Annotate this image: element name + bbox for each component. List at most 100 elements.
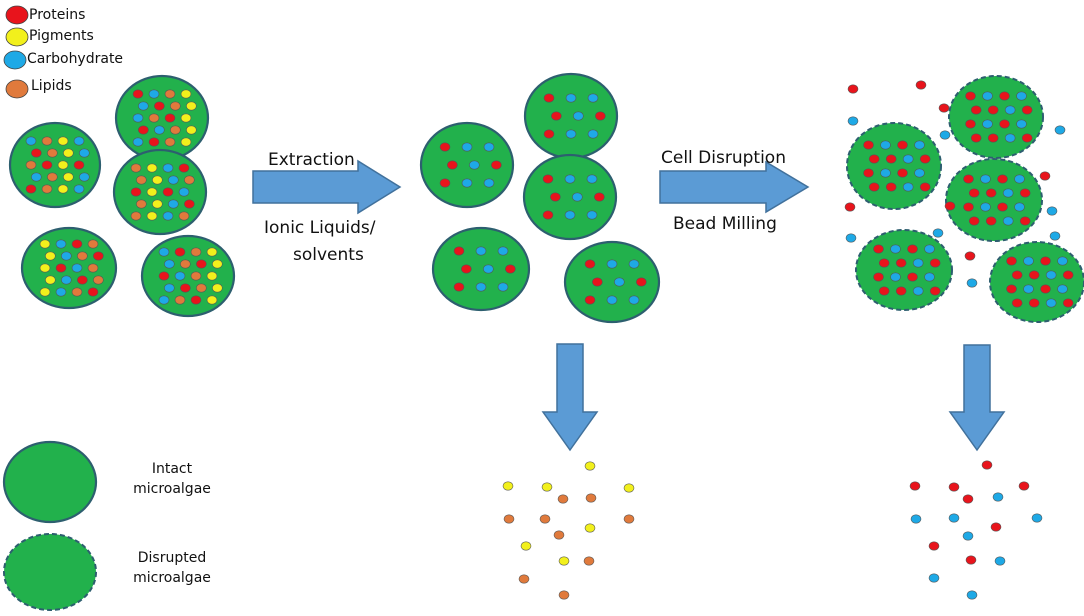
- lipid-dot: [93, 275, 104, 285]
- protein-dot: [970, 105, 982, 115]
- pigment-dot: [584, 523, 596, 533]
- lipid-dot: [47, 172, 58, 182]
- key-disrupted-cell: [3, 533, 97, 611]
- carbohydrate-dot: [168, 199, 179, 209]
- carbohydrate-dot: [164, 259, 175, 269]
- carbohydrate-dot: [910, 514, 922, 524]
- protein-dot: [1018, 481, 1030, 491]
- protein-dot: [138, 125, 149, 135]
- carbohydrate-dot: [1023, 256, 1034, 266]
- protein-dot: [963, 202, 974, 212]
- protein-dot: [132, 89, 144, 99]
- disrupted-cell: [855, 229, 953, 311]
- carbohydrate-dot: [483, 178, 495, 188]
- arrow-extraction: [252, 159, 402, 215]
- carbohydrate-dot: [61, 251, 72, 261]
- pigment-dot: [146, 211, 158, 221]
- carbohydrate-dot: [164, 283, 175, 293]
- carbohydrate-dot: [1002, 188, 1014, 198]
- lipid-dot: [87, 239, 99, 249]
- pigment-dot: [623, 483, 635, 493]
- carbohydrate-dot: [564, 174, 576, 184]
- carbohydrate-dot: [939, 130, 951, 140]
- carbohydrate-dot: [1049, 231, 1061, 241]
- protein-dot: [73, 160, 85, 170]
- lipid-dot: [553, 530, 565, 540]
- lipid-dot: [41, 184, 53, 194]
- carbohydrate-dot: [880, 168, 891, 178]
- intact-cell: [112, 148, 208, 236]
- key-label-disrupted-line1: Disrupted: [137, 550, 207, 566]
- carbohydrate-dot: [572, 192, 583, 202]
- protein-dot: [878, 286, 890, 296]
- lipid-dot: [558, 590, 570, 600]
- protein-dot: [938, 103, 950, 113]
- protein-dot: [542, 210, 554, 220]
- protein-dot: [184, 199, 195, 209]
- protein-dot: [895, 286, 907, 296]
- lipid-dot: [583, 556, 595, 566]
- carbohydrate-dot: [174, 271, 186, 281]
- pigment-dot: [180, 113, 192, 123]
- carbohydrate-dot: [1002, 216, 1014, 226]
- protein-dot: [985, 188, 997, 198]
- protein-dot: [543, 129, 555, 139]
- carbohydrate-dot: [79, 172, 90, 182]
- step-label-cell-disruption: Cell Disruption: [661, 148, 786, 168]
- protein-dot: [1011, 270, 1023, 280]
- protein-dot: [997, 202, 1008, 212]
- key-label-intact: Intact microalgae: [122, 459, 222, 499]
- legend-label-lipids: Lipids: [31, 78, 72, 94]
- protein-dot: [196, 259, 207, 269]
- legend-swatch-carbohydrate: [3, 50, 27, 70]
- protein-dot: [158, 271, 170, 281]
- protein-dot: [71, 239, 83, 249]
- pigment-dot: [39, 287, 51, 297]
- carbohydrate-dot: [1004, 105, 1016, 115]
- protein-dot: [584, 259, 596, 269]
- carbohydrate-dot: [914, 168, 925, 178]
- protein-dot: [439, 178, 451, 188]
- protein-dot: [1028, 298, 1040, 308]
- protein-dot: [964, 251, 976, 261]
- carbohydrate-dot: [162, 163, 174, 173]
- protein-dot: [987, 105, 999, 115]
- carbohydrate-dot: [1023, 284, 1034, 294]
- lipid-dot: [148, 113, 160, 123]
- protein-dot: [873, 244, 884, 254]
- carbohydrate-dot: [912, 286, 924, 296]
- protein-dot: [550, 192, 561, 202]
- protein-dot: [844, 202, 856, 212]
- pigment-dot: [558, 556, 570, 566]
- pigment-dot: [45, 275, 56, 285]
- lipid-dot: [174, 295, 186, 305]
- carbohydrate-dot: [880, 140, 891, 150]
- protein-dot: [897, 168, 908, 178]
- carbohydrate-dot: [158, 295, 170, 305]
- protein-dot: [863, 140, 874, 150]
- lipid-dot: [170, 125, 181, 135]
- protein-dot: [461, 264, 472, 274]
- protein-dot: [1021, 105, 1033, 115]
- protein-dot: [594, 192, 605, 202]
- protein-dot: [1011, 298, 1023, 308]
- carbohydrate-dot: [847, 116, 859, 126]
- carbohydrate-dot: [586, 210, 598, 220]
- protein-dot: [164, 113, 176, 123]
- protein-dot: [985, 216, 997, 226]
- protein-dot: [584, 295, 596, 305]
- carbohydrate-dot: [980, 202, 991, 212]
- protein-dot: [31, 148, 42, 158]
- carbohydrate-dot: [586, 174, 598, 184]
- pigment-dot: [212, 283, 223, 293]
- disrupted-cell: [989, 241, 1084, 323]
- carbohydrate-dot: [1057, 256, 1068, 266]
- protein-dot: [592, 277, 603, 287]
- carbohydrate-dot: [61, 275, 72, 285]
- carbohydrate-dot: [924, 244, 935, 254]
- carbohydrate-dot: [614, 277, 625, 287]
- protein-dot: [868, 154, 880, 164]
- arrow-down-lipids-pigments: [541, 343, 599, 452]
- protein-dot: [93, 251, 104, 261]
